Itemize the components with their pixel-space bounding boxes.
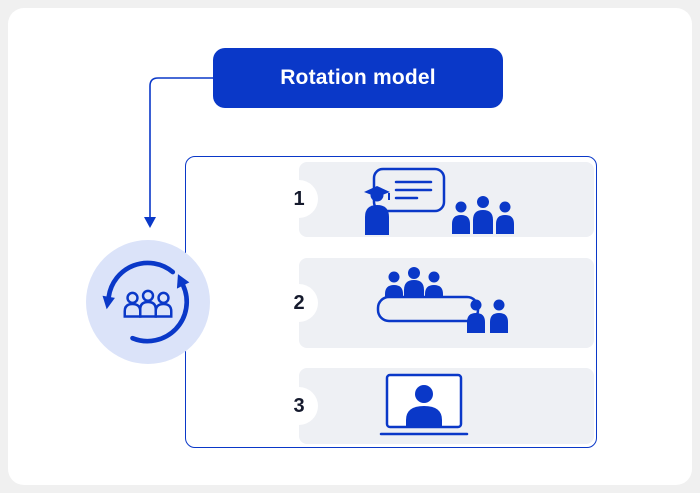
pair-group-icon xyxy=(467,299,508,333)
small-group-icon xyxy=(123,289,173,318)
rotation-cycle-badge xyxy=(86,240,210,364)
step-1-number: 1 xyxy=(293,187,305,210)
rotation-model-banner: Rotation model xyxy=(213,48,503,108)
arrowhead-down-icon xyxy=(144,217,156,228)
step-3-number: 3 xyxy=(293,394,305,417)
diagram-card: Rotation model 1 2 3 xyxy=(8,8,692,485)
rotation-arrows-people-icon xyxy=(102,260,190,344)
connector-arrow xyxy=(144,77,213,228)
step-1-row xyxy=(299,162,594,237)
group-table-icon xyxy=(376,267,508,333)
step-3-number-badge: 3 xyxy=(280,387,318,425)
teacher-presentation-icon xyxy=(364,167,446,235)
step-2-number-badge: 2 xyxy=(280,284,318,322)
student-group-icon xyxy=(452,196,514,234)
step-1-number-badge: 1 xyxy=(280,180,318,218)
steps-panel: 1 2 3 xyxy=(185,156,597,448)
rotation-model-title: Rotation model xyxy=(280,66,436,89)
video-screen-person-icon xyxy=(379,373,469,436)
step-2-number: 2 xyxy=(293,291,305,314)
